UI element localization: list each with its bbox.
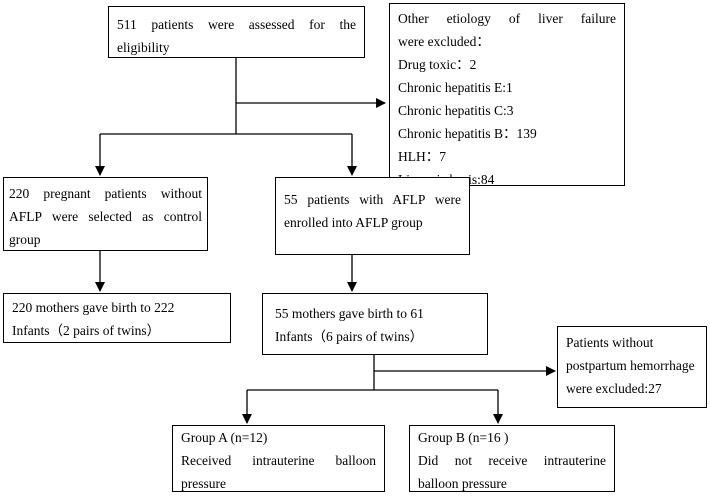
aflp-births-line2: Infants（6 pairs of twins）	[275, 329, 424, 344]
group-b-line1: Group B (n=16 )	[418, 430, 509, 445]
box-excluded-no-pph: Patients without postpartum hemorrhage w…	[557, 326, 707, 408]
group-b-line2: Did not receive intrauterine	[418, 453, 606, 468]
aflp-births-line1: 55 mothers gave birth to 61	[275, 306, 424, 321]
control-line3: group	[9, 232, 41, 247]
group-a-line1: Group A (n=12)	[181, 430, 268, 445]
box-excluded-other: Other etiology of liver failure were exc…	[389, 3, 625, 187]
group-a-line2: Received intrauterine balloon	[181, 453, 376, 468]
control-births-line1: 220 mothers gave birth to 222	[12, 300, 175, 315]
excluded-no-pph-line3: were excluded:27	[566, 381, 662, 396]
assessed-line1: 511 patients were assessed for the	[117, 17, 356, 32]
box-aflp: 55 patients with AFLP were enrolled into…	[275, 177, 470, 255]
excluded-no-pph-line2: postpartum hemorrhage	[566, 358, 695, 373]
excluded-other-line4: Chronic hepatitis E:1	[398, 80, 513, 95]
excluded-other-line3: Drug toxic：2	[398, 57, 477, 72]
control-line2: AFLP were selected as control	[9, 209, 202, 224]
excluded-other-line1: Other etiology of liver failure	[398, 11, 616, 26]
control-line1: 220 pregnant patients without	[9, 186, 202, 201]
box-aflp-births: 55 mothers gave birth to 61 Infants（6 pa…	[262, 293, 488, 355]
group-b-line3: balloon pressure	[418, 476, 507, 491]
aflp-line1: 55 patients with AFLP were	[284, 192, 461, 207]
group-a-line3: pressure	[181, 476, 226, 491]
box-control-births: 220 mothers gave birth to 222 Infants（2 …	[3, 293, 231, 343]
box-group-a: Group A (n=12) Received intrauterine bal…	[172, 425, 385, 492]
box-assessed: 511 patients were assessed for the eligi…	[108, 6, 365, 58]
excluded-other-line2: were excluded：	[398, 34, 490, 49]
control-births-line2: Infants（2 pairs of twins）	[12, 323, 161, 338]
aflp-line2: enrolled into AFLP group	[284, 215, 423, 230]
excluded-other-line7: HLH：7	[398, 149, 446, 164]
box-group-b: Group B (n=16 ) Did not receive intraute…	[409, 425, 615, 492]
excluded-other-line5: Chronic hepatitis C:3	[398, 103, 514, 118]
excluded-other-line6: Chronic hepatitis B：139	[398, 126, 537, 141]
excluded-no-pph-line1: Patients without	[566, 335, 654, 350]
assessed-line2: eligibility	[117, 40, 170, 55]
box-control: 220 pregnant patients without AFLP were …	[3, 177, 208, 251]
